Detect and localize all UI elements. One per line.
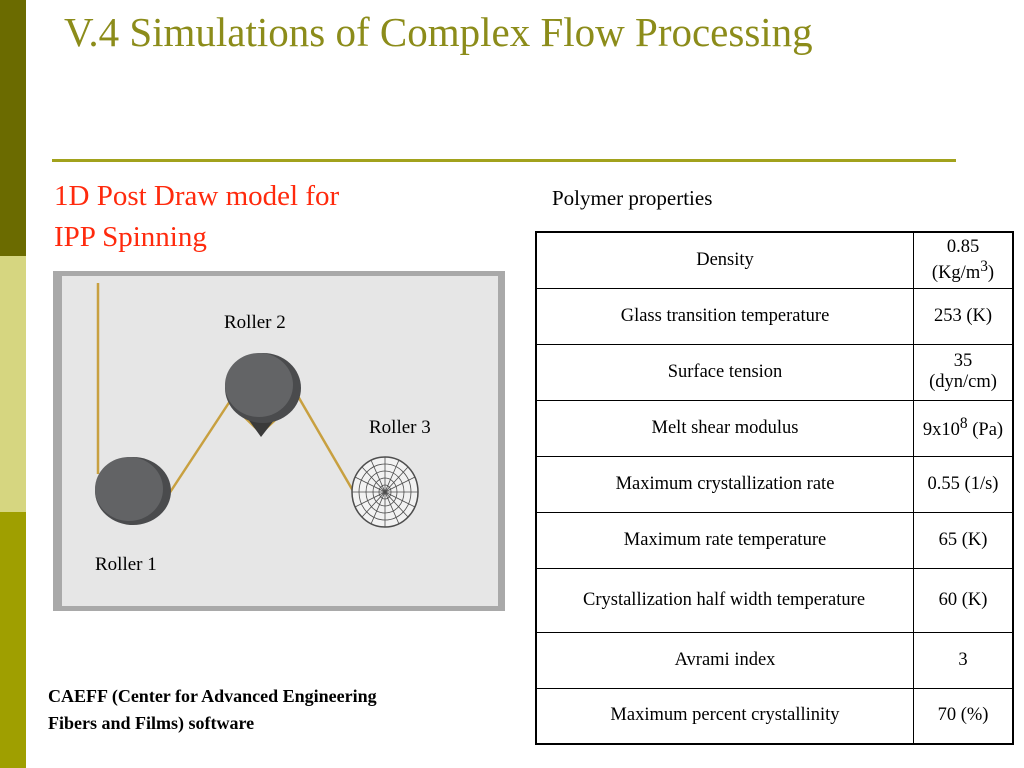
- table-row: Maximum rate temperature 65 (K): [535, 511, 1014, 569]
- property-value: 60 (K): [913, 567, 1014, 633]
- roller-2-label: Roller 2: [224, 312, 286, 333]
- roller-2-shape: [225, 353, 301, 423]
- property-name: Avrami index: [535, 631, 914, 689]
- subtitle-line-1: 1D Post Draw model for: [54, 180, 340, 212]
- polymer-properties-table: Density 0.85 (Kg/m3) Glass transition te…: [535, 231, 1014, 745]
- roller-3-label: Roller 3: [369, 417, 431, 438]
- property-value: 0.55 (1/s): [913, 455, 1014, 513]
- roller-2-bracket: [248, 419, 275, 437]
- table-row: Surface tension 35 (dyn/cm): [535, 343, 1014, 401]
- software-credit: CAEFF (Center for Advanced Engineering F…: [48, 683, 377, 737]
- property-value: 35 (dyn/cm): [913, 343, 1014, 401]
- table-row: Crystallization half width temperature 6…: [535, 567, 1014, 633]
- property-name: Surface tension: [535, 343, 914, 401]
- sidebar-segment-bottom: [0, 512, 26, 768]
- property-name: Density: [535, 231, 914, 289]
- property-name: Melt shear modulus: [535, 399, 914, 457]
- property-name: Maximum crystallization rate: [535, 455, 914, 513]
- property-name: Maximum percent crystallinity: [535, 687, 914, 745]
- property-value: 253 (K): [913, 287, 1014, 345]
- property-name: Maximum rate temperature: [535, 511, 914, 569]
- property-value: 70 (%): [913, 687, 1014, 745]
- roller-diagram: [53, 271, 505, 611]
- table-caption: Polymer properties: [552, 186, 713, 210]
- property-name: Glass transition temperature: [535, 287, 914, 345]
- sidebar-segment-middle: [0, 256, 26, 512]
- roller-3-wireframe: [351, 456, 419, 528]
- sidebar-segment-top: [0, 0, 26, 256]
- property-value: 3: [913, 631, 1014, 689]
- credit-line-1: CAEFF (Center for Advanced Engineering: [48, 686, 377, 706]
- roller-simulation-figure: Roller 2 Roller 3 Roller 1: [53, 271, 505, 611]
- table-row: Maximum percent crystallinity 70 (%): [535, 687, 1014, 745]
- table-row: Avrami index 3: [535, 631, 1014, 689]
- title-divider: [52, 159, 956, 162]
- property-value: 9x108 (Pa): [913, 399, 1014, 457]
- property-value: 0.85 (Kg/m3): [913, 231, 1014, 289]
- credit-line-2: Fibers and Films) software: [48, 713, 255, 733]
- table-row: Density 0.85 (Kg/m3): [535, 231, 1014, 289]
- figure-background: [62, 276, 498, 606]
- roller-1-label: Roller 1: [95, 554, 157, 575]
- roller-1-shape: [95, 457, 171, 525]
- table-row: Glass transition temperature 253 (K): [535, 287, 1014, 345]
- slide-subtitle: 1D Post Draw model for IPP Spinning: [54, 176, 339, 258]
- table-row: Melt shear modulus 9x108 (Pa): [535, 399, 1014, 457]
- property-value: 65 (K): [913, 511, 1014, 569]
- slide-title: V.4 Simulations of Complex Flow Processi…: [64, 9, 813, 55]
- table-row: Maximum crystallization rate 0.55 (1/s): [535, 455, 1014, 513]
- subtitle-line-2: IPP Spinning: [54, 221, 207, 253]
- property-name: Crystallization half width temperature: [535, 567, 914, 633]
